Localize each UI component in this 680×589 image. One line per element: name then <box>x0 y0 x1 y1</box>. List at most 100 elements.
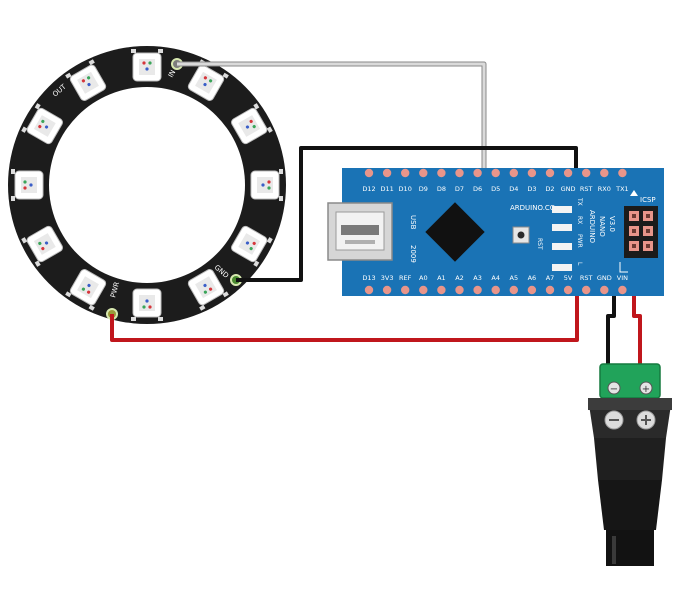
icsp-pin-hole <box>632 244 636 248</box>
jack-minus-screw <box>607 381 621 395</box>
bottom-pin-label: A5 <box>510 274 519 282</box>
bottom-pin-pad <box>364 285 374 295</box>
ring-led <box>11 169 44 201</box>
usb-label: USB <box>409 215 417 230</box>
led-die-green <box>267 186 271 190</box>
jack-plus-screw <box>639 381 653 395</box>
gnd-wire <box>236 146 578 282</box>
led-pad <box>65 72 72 79</box>
bottom-pin-pad <box>382 285 392 295</box>
jack-head-ridge <box>588 398 672 410</box>
top-pin-label: D2 <box>545 185 554 193</box>
board-corner-mark <box>619 262 628 273</box>
top-pin-pad <box>455 168 464 178</box>
jack-neck <box>598 480 662 530</box>
led-die-blue <box>87 82 91 87</box>
jack-body <box>594 438 666 480</box>
led-pad <box>34 103 41 110</box>
top-pin-label: RX0 <box>598 185 611 193</box>
led-pad <box>266 126 273 133</box>
led-pwr-label: PWR <box>576 234 583 248</box>
top-pin-pad <box>563 168 573 178</box>
led-lens <box>257 177 273 193</box>
bottom-pin-label: RST <box>580 274 593 282</box>
led-die-red <box>252 241 256 246</box>
led-pad <box>222 291 229 298</box>
ring-led <box>187 59 229 101</box>
bottom-pin-label: 5V <box>564 274 573 282</box>
led-die-blue <box>261 183 265 187</box>
bottom-pin-pad <box>527 285 537 295</box>
wires <box>110 61 642 372</box>
led-pad <box>88 59 95 66</box>
ring-led <box>65 269 107 311</box>
led-die-green <box>252 124 256 129</box>
bottom-pin-label: A6 <box>528 274 537 282</box>
led-pad <box>253 260 260 267</box>
icsp-pin1-arrow-icon <box>630 190 638 196</box>
top-pin-label: D11 <box>380 185 393 193</box>
led-die-green <box>23 180 27 184</box>
icsp-label: ICSP <box>640 196 656 204</box>
led-die-red <box>38 124 42 129</box>
usb-detail <box>345 240 375 244</box>
top-pin-pad <box>491 168 500 178</box>
ring-led <box>21 103 63 145</box>
led-lens <box>21 177 37 193</box>
top-pin-pad <box>401 168 410 178</box>
model-line2: NANO <box>598 216 606 237</box>
jack-minus-sign: − <box>610 384 618 395</box>
led-die-blue <box>245 241 250 245</box>
led-die-blue <box>203 283 207 288</box>
led-die-red <box>41 246 45 251</box>
model-line1: ARDUINO <box>588 210 596 243</box>
led-pad <box>88 304 95 311</box>
led-die-green <box>249 246 253 251</box>
led-die-blue <box>203 82 207 87</box>
ring-led <box>231 103 273 145</box>
data-wire <box>177 62 486 184</box>
top-pin-pad <box>509 168 518 178</box>
usb-connector <box>327 202 393 261</box>
bottom-pin-label: 3V3 <box>381 274 394 282</box>
led-lens <box>77 276 99 299</box>
led-die-green <box>142 305 146 309</box>
led-pad <box>65 291 72 298</box>
led-rx-label: RX <box>576 216 583 224</box>
bottom-pin-label: REF <box>399 274 412 282</box>
led-die-red <box>86 290 91 294</box>
led-lens <box>33 233 56 255</box>
led-tx-label: TX <box>576 197 583 206</box>
led-l-label: L <box>576 262 583 266</box>
reset-button-cap[interactable] <box>517 231 525 239</box>
led-pad <box>158 317 163 321</box>
icsp-pin-hole <box>646 229 650 233</box>
bottom-pin-label: A7 <box>546 274 555 282</box>
led-lens <box>139 59 155 75</box>
bottom-pin-pad <box>600 285 609 295</box>
bottom-pin-pad <box>545 285 555 295</box>
icsp-pin-hole <box>632 214 636 218</box>
top-pin-label: D9 <box>419 185 428 193</box>
top-pin-pad <box>419 168 428 178</box>
led-die-red <box>81 79 86 83</box>
led-pad <box>222 72 229 79</box>
bottom-pin-pad <box>455 285 464 295</box>
led-die-red <box>249 119 253 124</box>
top-pin-pad <box>473 168 482 178</box>
led-lens <box>33 115 56 137</box>
led-pad <box>266 237 273 244</box>
year-label: 2009 <box>409 245 417 263</box>
led-lens <box>238 233 261 255</box>
icsp-pin-hole <box>646 214 650 218</box>
ring-led <box>231 225 273 267</box>
led-pad <box>11 196 15 201</box>
led-die-green <box>203 290 208 294</box>
led-die-red <box>148 305 152 309</box>
bottom-pin-pad <box>419 285 428 295</box>
bottom-pin-label: D13 <box>362 274 375 282</box>
top-pin-pad <box>437 168 446 178</box>
